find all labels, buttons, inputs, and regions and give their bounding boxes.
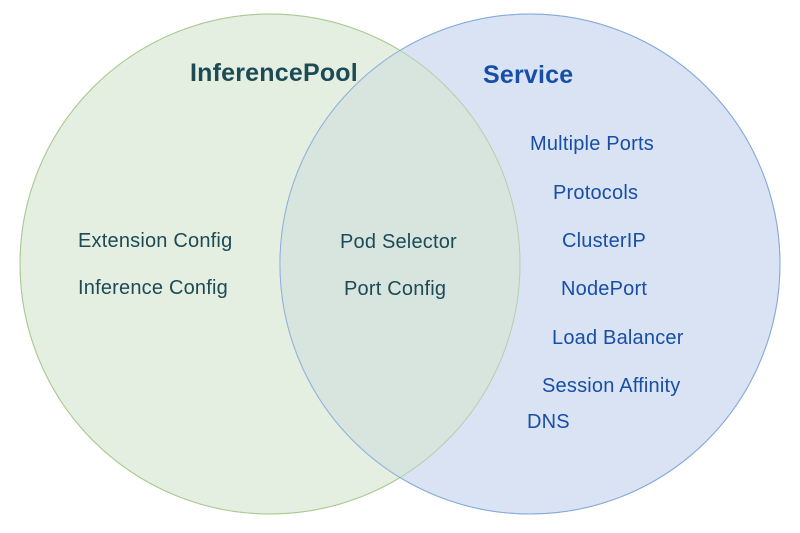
right-item-session-affinity: Session Affinity (542, 375, 681, 397)
right-item-clusterip: ClusterIP (562, 230, 647, 252)
right-item-load-balancer: Load Balancer (552, 327, 684, 349)
overlap-item-pod-selector: Pod Selector (340, 231, 457, 253)
right-item-dns: DNS (527, 411, 570, 433)
inferencepool-title: InferencePool (190, 59, 358, 87)
right-item-multiple-ports: Multiple Ports (530, 133, 654, 155)
service-circle-outline (279, 13, 781, 515)
right-item-nodeport: NodePort (561, 278, 648, 300)
inferencepool-circle-outline (19, 13, 521, 515)
service-title: Service (483, 61, 574, 89)
overlap-region (280, 50, 520, 478)
left-item-inference-config: Inference Config (78, 277, 228, 299)
left-item-extension-config: Extension Config (78, 230, 233, 252)
overlap-item-port-config: Port Config (344, 278, 447, 300)
right-item-protocols: Protocols (553, 182, 639, 204)
